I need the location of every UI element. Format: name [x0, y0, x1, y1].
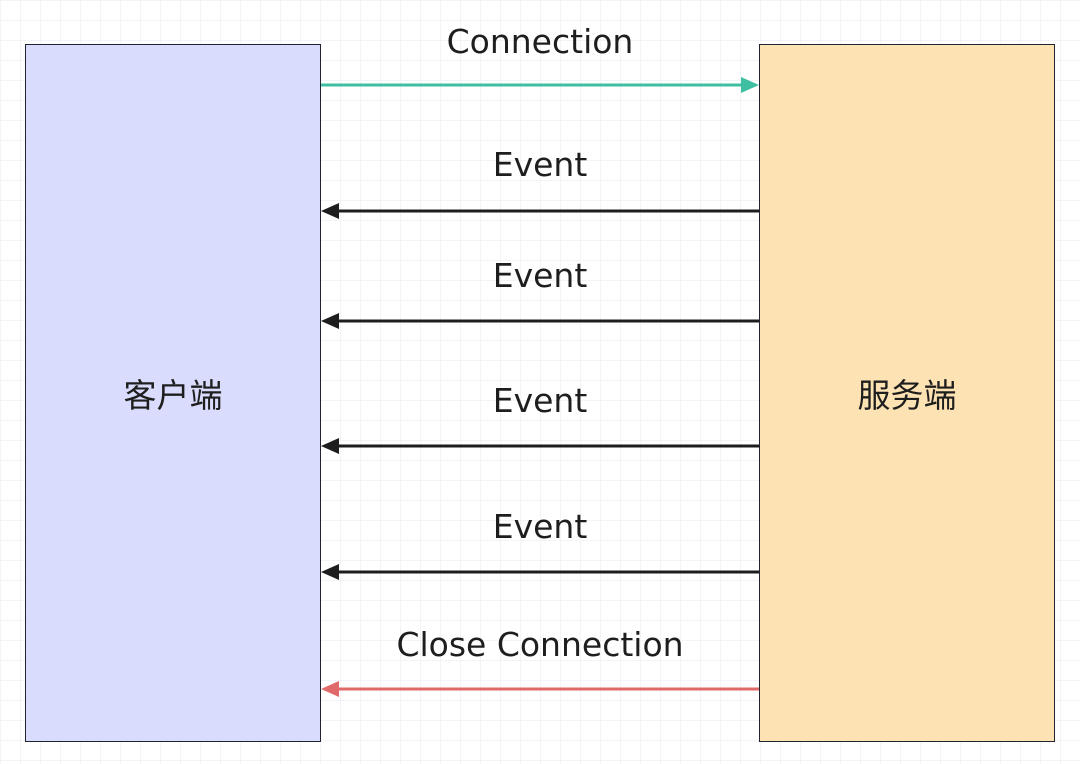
- arrowhead-event-4: [321, 564, 339, 580]
- message-label-event-1: Event: [492, 145, 588, 184]
- message-label-event-4: Event: [492, 507, 588, 546]
- arrowhead-close-connection: [321, 681, 339, 697]
- arrowhead-event-3: [321, 438, 339, 454]
- arrowhead-connection: [741, 77, 759, 93]
- message-label-event-3: Event: [492, 381, 588, 420]
- message-label-close-connection: Close Connection: [396, 625, 684, 664]
- client-label: 客户端: [123, 376, 223, 415]
- arrowhead-event-1: [321, 203, 339, 219]
- server-label: 服务端: [857, 376, 957, 415]
- message-label-connection: Connection: [446, 22, 634, 61]
- client-box: 客户端: [25, 44, 321, 742]
- message-label-event-2: Event: [492, 256, 588, 295]
- server-box: 服务端: [759, 44, 1055, 742]
- arrowhead-event-2: [321, 313, 339, 329]
